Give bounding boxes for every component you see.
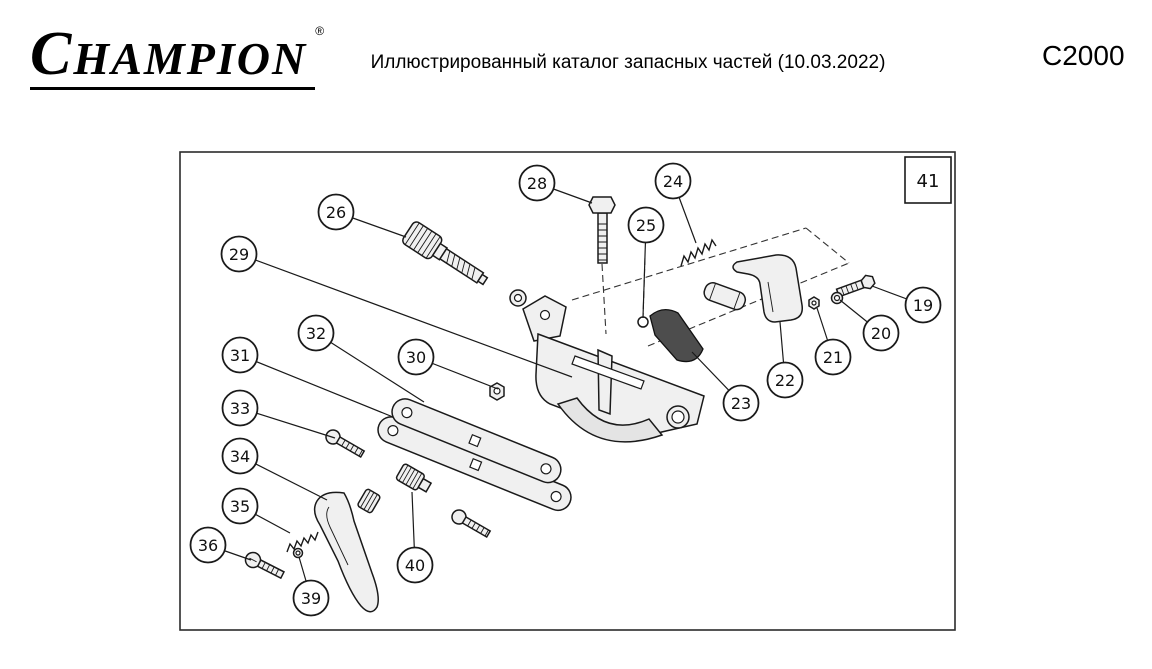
registered-trademark-mark: ®	[315, 24, 325, 38]
part-link-bar-32	[391, 398, 562, 484]
part-knurled-stud-40	[395, 463, 433, 493]
part-spring-35	[286, 531, 319, 553]
callout-balloon-35: 35	[221, 487, 259, 525]
part-clip-25	[637, 316, 649, 328]
svg-text:29: 29	[229, 245, 249, 264]
svg-text:23: 23	[731, 394, 751, 413]
model-number: C2000	[1042, 40, 1125, 71]
svg-text:35: 35	[230, 497, 250, 516]
part-screw-36	[244, 551, 286, 580]
callout-balloon-19: 19	[904, 286, 942, 324]
washer-20-hole	[833, 294, 841, 302]
callout-box	[904, 156, 952, 204]
callout-balloon-34: 34	[221, 437, 259, 475]
svg-text:33: 33	[230, 399, 250, 418]
callout-balloon-31: 31	[221, 336, 259, 374]
washer-39-hole	[295, 550, 301, 556]
part-hex-bolt-30	[489, 382, 505, 401]
svg-text:40: 40	[405, 556, 425, 575]
callout-balloon-28: 28	[518, 164, 556, 202]
callout-balloon-32: 32	[297, 314, 335, 352]
callout-layer: 26 28 24 25 29 19 20 21 22 23 32 30 31 33 34 35 36 39 40	[189, 162, 942, 617]
washer-hole	[513, 293, 523, 303]
svg-text:32: 32	[306, 324, 326, 343]
part-screw-33	[325, 429, 366, 459]
part-cam-23	[649, 309, 704, 363]
callout-balloon-40: 40	[396, 546, 434, 584]
part-hex-bolt-28	[588, 196, 616, 264]
svg-text:25: 25	[636, 216, 656, 235]
part-handle-34	[313, 488, 381, 613]
svg-text:31: 31	[230, 346, 250, 365]
callout-balloon-30: 30	[397, 338, 435, 376]
svg-text:30: 30	[406, 348, 426, 367]
part-knob-shaft-26	[402, 221, 489, 286]
nut-21-hole	[811, 300, 817, 306]
construction-lines	[571, 227, 850, 347]
leader-line-29	[238, 253, 573, 378]
part-bolt-19	[835, 274, 876, 298]
callout-balloon-26: 26	[317, 193, 355, 231]
leader-line-32	[315, 332, 425, 403]
callout-balloon-36: 36	[189, 526, 227, 564]
part-lever-22	[732, 254, 804, 323]
callout-balloon-24: 24	[654, 162, 692, 200]
callout-box-label: 41	[917, 171, 940, 192]
callout-balloon-39: 39	[292, 579, 330, 617]
brand-name: CHAMPION	[30, 22, 316, 91]
svg-text:39: 39	[301, 589, 321, 608]
part-spring-24	[680, 238, 717, 267]
leader-line-31	[239, 354, 394, 418]
callout-balloon-29: 29	[220, 235, 258, 273]
diagram-frame	[179, 151, 956, 631]
svg-text:19: 19	[913, 296, 933, 315]
part-main-bracket	[522, 295, 705, 443]
boxed-callout-41: 41	[904, 156, 952, 204]
champion-logo: CHAMPION®	[30, 22, 325, 91]
callout-balloon-22: 22	[766, 361, 804, 399]
svg-text:21: 21	[823, 348, 843, 367]
svg-text:34: 34	[230, 447, 250, 466]
callout-balloon-21: 21	[814, 338, 852, 376]
svg-text:36: 36	[198, 536, 218, 555]
part-screw-33b	[451, 509, 492, 539]
callout-balloon-23: 23	[722, 384, 760, 422]
callout-balloon-20: 20	[862, 314, 900, 352]
callout-balloon-25: 25	[627, 206, 665, 244]
catalog-subtitle: Иллюстрированный каталог запасных частей…	[370, 52, 886, 73]
svg-text:20: 20	[871, 324, 891, 343]
svg-text:28: 28	[527, 174, 547, 193]
svg-text:24: 24	[663, 172, 683, 191]
svg-text:26: 26	[326, 203, 346, 222]
exploded-parts-drawing	[244, 196, 876, 613]
callout-balloon-33: 33	[221, 389, 259, 427]
svg-text:22: 22	[775, 371, 795, 390]
part-pin	[703, 282, 747, 311]
